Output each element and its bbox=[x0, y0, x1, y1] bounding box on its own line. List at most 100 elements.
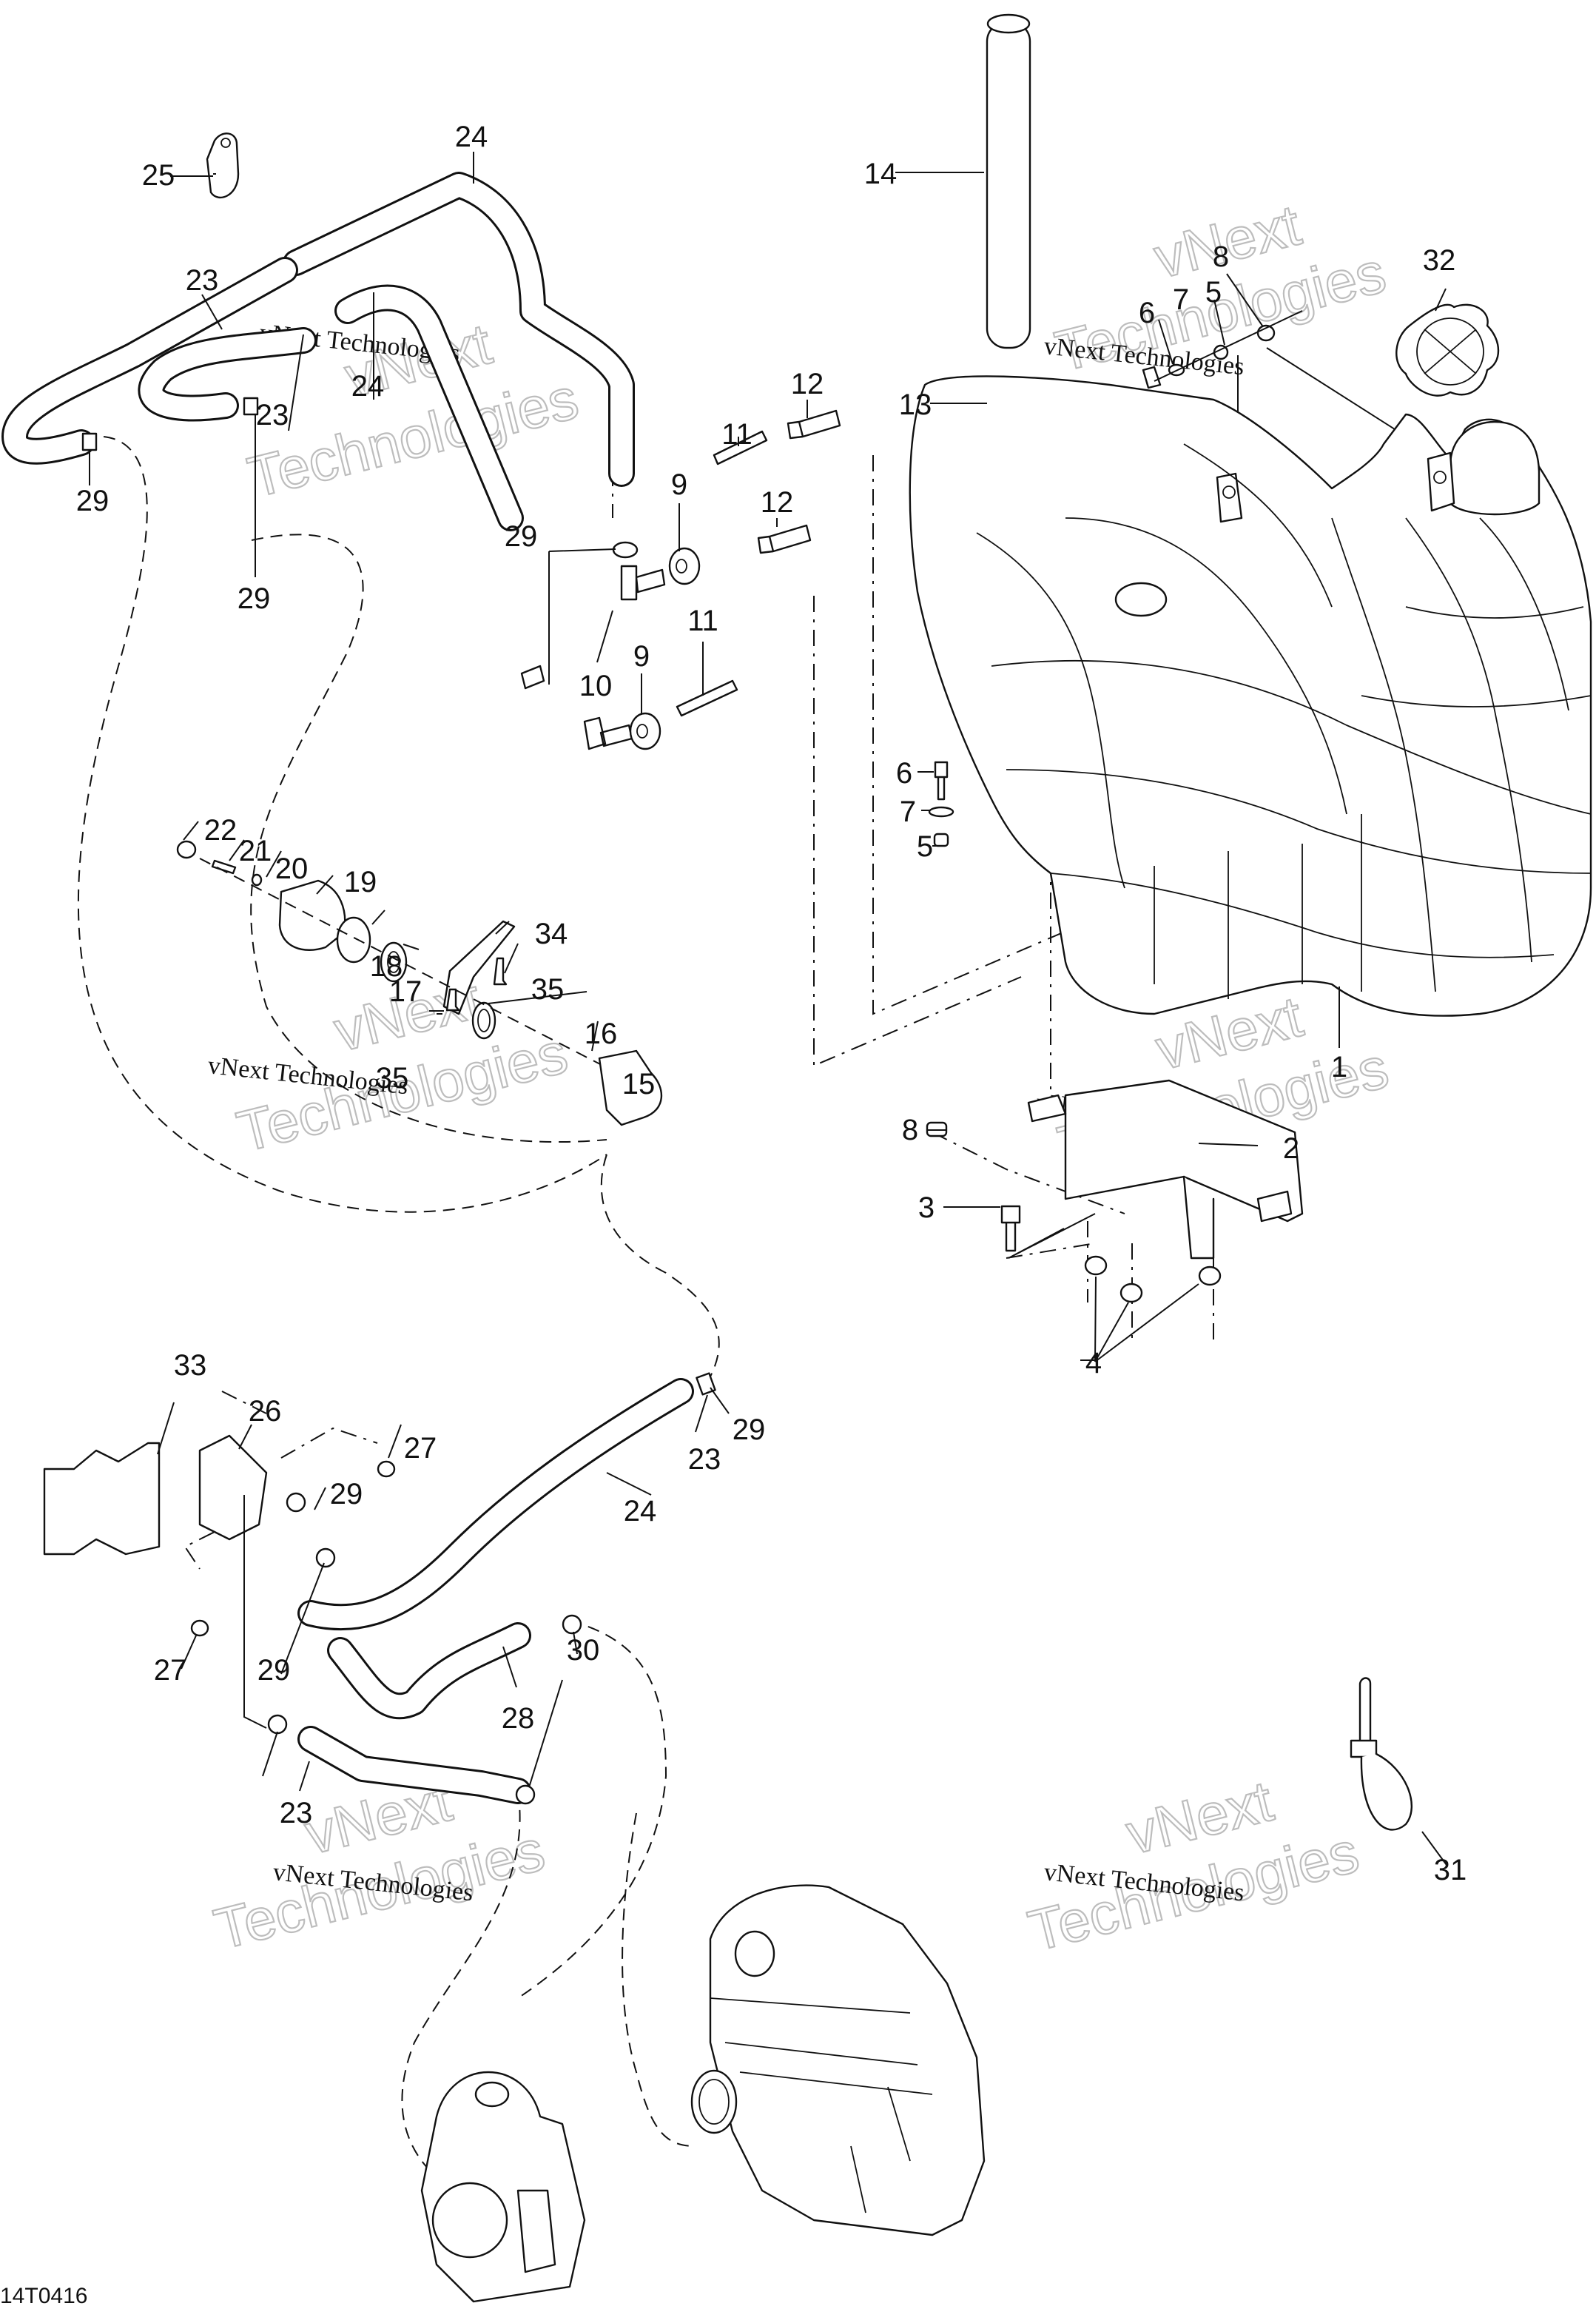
nut-ring-18 bbox=[336, 916, 371, 964]
callout-12-fitting: 12 bbox=[761, 486, 794, 519]
callout-29-hose-clamp: 29 bbox=[505, 520, 538, 553]
elbow-fitting-upper bbox=[620, 565, 666, 601]
callout-35-bolt: 35 bbox=[376, 1062, 409, 1095]
callout-19-valve-knob: 19 bbox=[344, 866, 377, 898]
callout-23-fuel-hose: 23 bbox=[186, 264, 219, 297]
grommet-9a bbox=[668, 547, 701, 585]
callout-labels: 1234556677889910111112121314151617181920… bbox=[76, 121, 1467, 1886]
callout-23-fuel-hose: 23 bbox=[280, 1797, 313, 1829]
callout-2-tank-support-bracket: 2 bbox=[1283, 1132, 1299, 1165]
callout-31-cable-tie: 31 bbox=[1434, 1854, 1467, 1886]
drawing-code: 14T0416 bbox=[0, 2284, 87, 2306]
callout-23-fuel-hose: 23 bbox=[256, 399, 289, 431]
fuel-tank-1 bbox=[909, 375, 1592, 1017]
callout-7-washer: 7 bbox=[900, 796, 916, 828]
callout-15-fuel-valve: 15 bbox=[622, 1068, 656, 1100]
callout-17-gasket: 17 bbox=[389, 975, 422, 1008]
watermark-6: vNext Technologies bbox=[1021, 1767, 1365, 1965]
gasket-17 bbox=[380, 941, 408, 983]
hose-clamp-30a bbox=[562, 1614, 582, 1635]
callout-34-valve-bracket: 34 bbox=[535, 918, 568, 950]
cable-tie-31 bbox=[1350, 1677, 1413, 1831]
callout-27-nut: 27 bbox=[404, 1432, 437, 1465]
grommet-4c bbox=[1198, 1265, 1222, 1286]
callout-12-fitting: 12 bbox=[791, 368, 824, 400]
callout-32-fuel-cap: 32 bbox=[1423, 244, 1456, 277]
hose-clamp-29a bbox=[81, 432, 98, 451]
callout-1-fuel-tank: 1 bbox=[1331, 1051, 1347, 1083]
grommet-4a bbox=[1084, 1255, 1108, 1276]
engine bbox=[690, 1884, 986, 2236]
parts bbox=[1, 13, 1592, 2303]
callout-5-spacer: 5 bbox=[917, 830, 933, 863]
hose-clamp-29h bbox=[267, 1714, 288, 1735]
callout-18-nut-ring: 18 bbox=[370, 950, 403, 983]
callout-4-grommet: 4 bbox=[1085, 1347, 1102, 1379]
callout-29-hose-clamp: 29 bbox=[733, 1413, 766, 1446]
callout-16-o-ring: 16 bbox=[585, 1018, 618, 1050]
callout-24-hose-protector: 24 bbox=[351, 370, 385, 403]
fuel-valve-15 bbox=[598, 1049, 662, 1126]
callout-24-hose-protector: 24 bbox=[624, 1495, 657, 1527]
pump-bracket-33 bbox=[43, 1442, 161, 1556]
callout-9-grommet: 9 bbox=[633, 640, 650, 673]
elbow-fitting-10 bbox=[583, 716, 633, 750]
callout-6-bolt: 6 bbox=[1139, 297, 1155, 329]
flange-bolt-3 bbox=[1000, 1205, 1021, 1252]
callout-26-fuel-pump: 26 bbox=[249, 1395, 282, 1428]
callout-35-bolt: 35 bbox=[531, 973, 565, 1006]
callout-13-filler-neck-grommet: 13 bbox=[899, 389, 932, 421]
callout-23-fuel-hose: 23 bbox=[688, 1443, 721, 1476]
bolt-35a bbox=[493, 957, 508, 986]
hose-clamp-29f bbox=[286, 1492, 306, 1513]
fuel-cap-32 bbox=[1395, 303, 1500, 397]
valve-knob-19 bbox=[278, 879, 346, 951]
callout-25-hose-clip: 25 bbox=[142, 159, 175, 192]
bolt-6b bbox=[934, 761, 949, 801]
hose-clamp-29c bbox=[612, 541, 639, 559]
grommet-9b bbox=[629, 712, 661, 750]
spacer-5b bbox=[933, 833, 949, 847]
fitting-12a bbox=[787, 409, 841, 440]
washer-20 bbox=[251, 873, 263, 887]
callout-10-elbow-fitting: 10 bbox=[579, 670, 613, 702]
callout-22-nut: 22 bbox=[204, 814, 238, 847]
grommet-4b bbox=[1119, 1283, 1143, 1303]
hose-clip-25 bbox=[206, 132, 240, 199]
washer-7b bbox=[928, 806, 954, 818]
bolt-6a bbox=[1142, 366, 1162, 389]
tube-11b bbox=[676, 679, 738, 717]
callout-leaders bbox=[89, 152, 1447, 1866]
hose-clamp-29b bbox=[243, 397, 259, 416]
callout-6-bolt: 6 bbox=[896, 757, 912, 790]
hose-clamp-29e bbox=[696, 1372, 716, 1396]
callout-33-pump-bracket: 33 bbox=[174, 1349, 207, 1382]
filler-strainer-tube-14 bbox=[986, 13, 1031, 349]
hose-clamp-29g bbox=[315, 1547, 336, 1568]
callout-11-tube: 11 bbox=[721, 418, 752, 451]
callout-3-flange-bolt: 3 bbox=[918, 1191, 935, 1224]
callout-9-grommet: 9 bbox=[671, 468, 687, 501]
bolt-35b bbox=[445, 988, 460, 1012]
tank-support-bracket-2 bbox=[1027, 1079, 1304, 1260]
callout-29-hose-clamp: 29 bbox=[76, 485, 110, 517]
callout-21-screw: 21 bbox=[239, 835, 272, 867]
fitting-12b bbox=[757, 524, 812, 554]
callout-14-filler-strainer-tube: 14 bbox=[864, 158, 898, 190]
callout-24-hose-protector: 24 bbox=[455, 121, 488, 153]
callout-20-washer: 20 bbox=[275, 853, 309, 885]
callout-28-vacuum-hose: 28 bbox=[502, 1702, 535, 1735]
callout-11-tube: 11 bbox=[687, 605, 718, 637]
hose-clamp-29d bbox=[520, 665, 545, 690]
valve-bracket-34 bbox=[442, 920, 516, 1015]
carburetor bbox=[420, 2071, 586, 2303]
callout-29-hose-clamp: 29 bbox=[238, 582, 271, 615]
callout-8-nut: 8 bbox=[1213, 241, 1229, 273]
nut-27a bbox=[377, 1460, 396, 1478]
hose-clamp-30b bbox=[515, 1784, 536, 1805]
nut-27b bbox=[190, 1619, 209, 1637]
callout-8-nut: 8 bbox=[902, 1114, 918, 1146]
callout-30-hose-clamp: 30 bbox=[567, 1634, 600, 1667]
callout-27-nut: 27 bbox=[154, 1654, 187, 1687]
fuel-pump-26 bbox=[198, 1434, 268, 1541]
